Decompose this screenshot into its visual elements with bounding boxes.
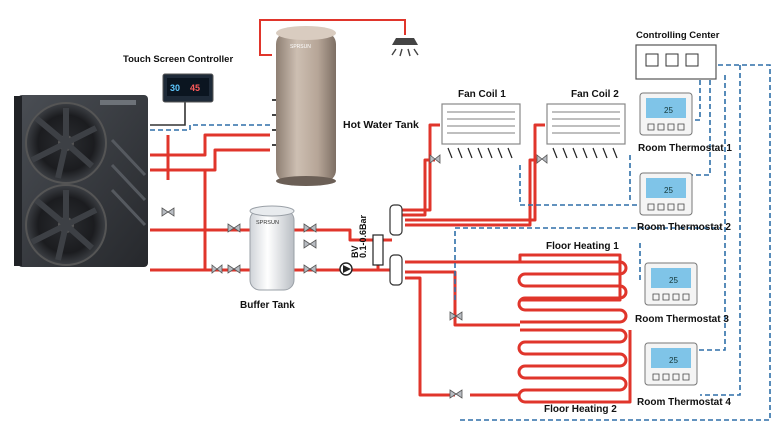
controlling-center: Controlling Center (635, 30, 720, 80)
controller-value-left: 30 (170, 83, 180, 93)
floor-heating-1-coil (517, 260, 628, 324)
touch-screen-controller: Touch Screen Controller 30 45 (123, 54, 233, 103)
fan-coil-1: Fan Coil 1 (441, 89, 521, 159)
thermostat-4-reading: 25 (669, 356, 678, 365)
room-thermostat-1-label: Room Thermostat 1 (638, 143, 732, 154)
hot-water-tank-label: Hot Water Tank (343, 119, 419, 131)
fan-upper (25, 102, 107, 184)
thermostat-2-reading: 25 (664, 186, 673, 195)
floor-heating-2-label: Floor Heating 2 (544, 404, 617, 415)
shower-head-icon (391, 38, 419, 57)
room-thermostat-4: 25 Room Thermostat 4 (637, 342, 731, 408)
bypass-valve-label: BV (350, 245, 360, 258)
fan-coil-2: Fan Coil 2 (546, 89, 626, 159)
hot-water-tank: SPRSUN Hot Water Tank (272, 26, 419, 186)
buffer-tank-label: Buffer Tank (240, 300, 295, 311)
fan-coil-2-label: Fan Coil 2 (571, 89, 619, 100)
valves (161, 154, 548, 399)
thermostat-3-reading: 25 (669, 276, 678, 285)
fan-lower (25, 184, 107, 266)
buffer-tank-brand: SPRSUN (256, 220, 279, 226)
room-thermostat-3: 25 Room Thermostat 3 (635, 262, 729, 325)
thermostat-1-reading: 25 (664, 106, 673, 115)
room-thermostat-4-label: Room Thermostat 4 (637, 397, 731, 408)
hot-water-tank-brand: SPRSUN (290, 44, 311, 50)
floor-heating-1-label: Floor Heating 1 (546, 241, 619, 252)
room-thermostat-2: 25 Room Thermostat 2 (637, 172, 731, 233)
bypass-valve: BV 0.1-0.6Bar (350, 214, 384, 266)
controlling-center-label: Controlling Center (636, 30, 720, 41)
pressure-range-label: 0.1-0.6Bar (358, 214, 368, 258)
floor-heating-2-coil (517, 328, 632, 404)
hot-water-pipes (150, 19, 622, 397)
circulation-pump-icon (339, 262, 353, 276)
touch-screen-controller-label: Touch Screen Controller (123, 54, 233, 65)
buffer-tank: SPRSUN Buffer Tank (240, 205, 295, 311)
control-wiring (150, 64, 771, 421)
controller-value-right: 45 (190, 83, 200, 93)
room-thermostat-3-label: Room Thermostat 3 (635, 314, 729, 325)
room-thermostat-2-label: Room Thermostat 2 (637, 222, 731, 233)
heat-pump-outdoor-unit (14, 95, 148, 267)
fan-coil-1-label: Fan Coil 1 (458, 89, 506, 100)
room-thermostat-1: 25 Room Thermostat 1 (638, 92, 732, 154)
manifolds (389, 204, 403, 286)
